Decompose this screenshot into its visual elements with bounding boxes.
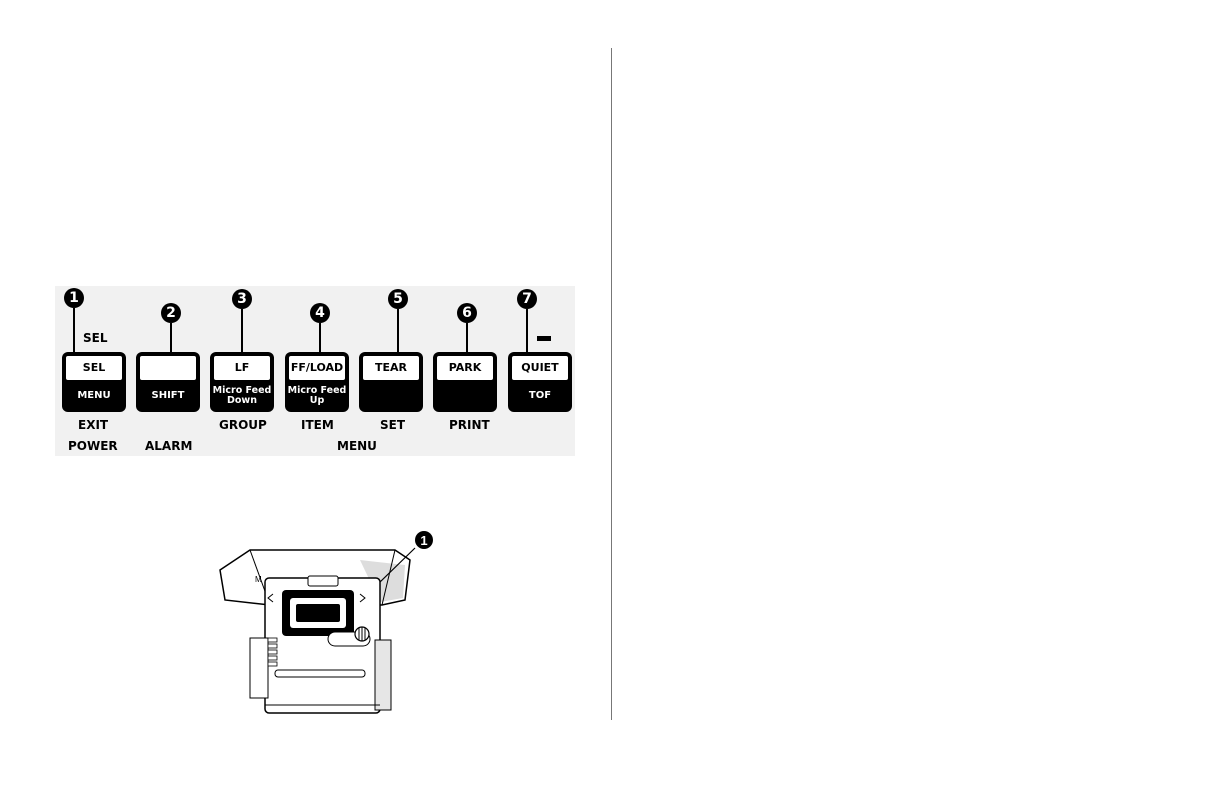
leader-line-7	[526, 309, 528, 352]
key-bottom-label: SHIFT	[138, 383, 198, 409]
ribbon-body-left	[250, 638, 268, 698]
callout-5: 5	[388, 289, 408, 309]
print-label: PRINT	[449, 418, 490, 432]
set-label: SET	[380, 418, 405, 432]
leader-line-3	[241, 309, 243, 352]
ribbon-callout: 1	[420, 533, 427, 548]
key-bottom-label: Micro Feed Up	[287, 383, 347, 409]
leader-line-1	[73, 308, 75, 352]
park-key[interactable]: PARK	[433, 352, 497, 412]
leader-line-4	[319, 323, 321, 352]
sel-menu-key[interactable]: SEL MENU	[62, 352, 126, 412]
callout-4: 4	[310, 303, 330, 323]
tear-key[interactable]: TEAR	[359, 352, 423, 412]
mark-m: M	[255, 575, 262, 584]
leader-line-2	[170, 323, 172, 352]
menu-label: MENU	[337, 439, 377, 453]
callout-7: 7	[517, 289, 537, 309]
leader-line-6	[466, 323, 468, 352]
key-top-label: QUIET	[512, 356, 568, 380]
shift-key[interactable]: SHIFT	[136, 352, 200, 412]
key-bottom-label	[361, 383, 421, 409]
ribbon-scale-marks	[268, 638, 277, 666]
ribbon-bottom-slot	[275, 670, 365, 677]
leader-line-5	[397, 309, 399, 352]
key-top-label: TEAR	[363, 356, 419, 380]
key-top-label: LF	[214, 356, 270, 380]
key-bottom-label: TOF	[510, 383, 570, 409]
key-top-label	[140, 356, 196, 380]
callout-1: 1	[64, 288, 84, 308]
callout-2: 2	[161, 303, 181, 323]
ff-load-key[interactable]: FF/LOAD Micro Feed Up	[285, 352, 349, 412]
key-bottom-label: MENU	[64, 383, 124, 409]
key-top-label: FF/LOAD	[289, 356, 345, 380]
quiet-tof-key[interactable]: QUIET TOF	[508, 352, 572, 412]
alarm-label: ALARM	[145, 439, 192, 453]
key-bottom-label	[435, 383, 495, 409]
key-top-label: SEL	[66, 356, 122, 380]
callout-3: 3	[232, 289, 252, 309]
power-label: POWER	[68, 439, 118, 453]
ribbon-cartridge-illustration: M 1	[210, 520, 440, 720]
minus-indicator	[537, 336, 551, 341]
sel-indicator-label: SEL	[83, 331, 108, 345]
group-label: GROUP	[219, 418, 267, 432]
callout-6: 6	[457, 303, 477, 323]
exit-label: EXIT	[78, 418, 108, 432]
key-bottom-label: Micro Feed Down	[212, 383, 272, 409]
item-label: ITEM	[301, 418, 334, 432]
ribbon-body-side	[375, 640, 391, 710]
page-divider	[611, 48, 612, 720]
lf-key[interactable]: LF Micro Feed Down	[210, 352, 274, 412]
key-top-label: PARK	[437, 356, 493, 380]
